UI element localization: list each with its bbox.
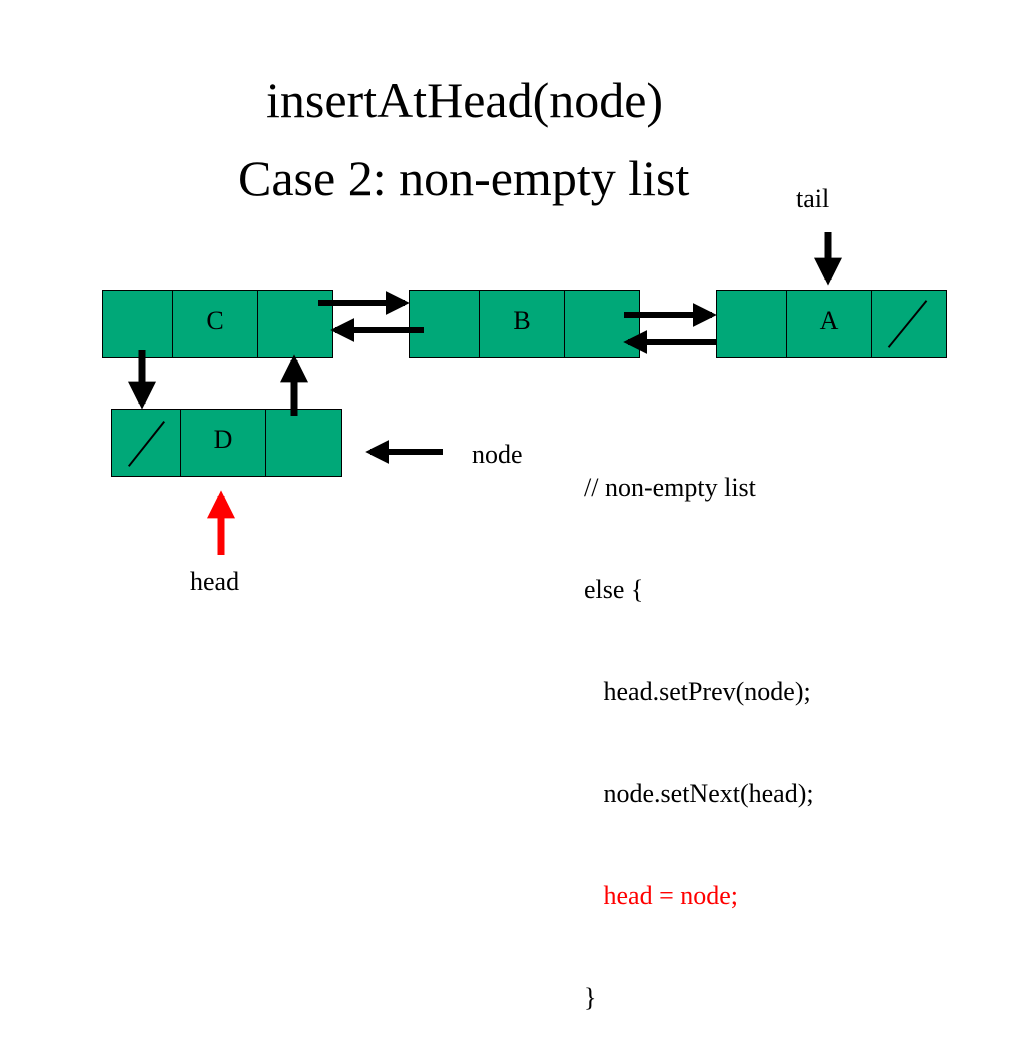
node-c-value-cell: C — [173, 291, 258, 357]
null-slash-icon — [127, 421, 166, 467]
node-b-next-cell — [565, 291, 639, 357]
title-line-2: Case 2: non-empty list — [238, 150, 690, 206]
node-c-value: C — [206, 306, 224, 335]
node-b-value: B — [513, 306, 531, 335]
code-line-else: else { — [584, 575, 644, 604]
node-a: A — [716, 290, 947, 358]
node-a-value-cell: A — [787, 291, 872, 357]
node-b-value-cell: B — [480, 291, 565, 357]
node-a-next-cell — [872, 291, 946, 357]
node-label: node — [472, 440, 523, 469]
node-d-next-cell — [266, 410, 341, 476]
node-a-prev-cell — [717, 291, 787, 357]
code-block: // non-empty list else { head.setPrev(no… — [584, 403, 814, 1049]
null-slash-icon — [887, 300, 928, 348]
node-d-prev-cell — [112, 410, 181, 476]
node-b: B — [409, 290, 640, 358]
node-d-value-cell: D — [181, 410, 266, 476]
code-line-close-brace: } — [584, 983, 597, 1012]
head-label: head — [190, 567, 240, 596]
node-d-value: D — [213, 425, 233, 454]
node-b-prev-cell — [410, 291, 480, 357]
tail-label: tail — [796, 184, 830, 213]
code-line-head-assign: head = node; — [584, 881, 739, 910]
node-a-value: A — [819, 306, 839, 335]
code-line-setprev: head.setPrev(node); — [584, 677, 811, 706]
code-line-setnext: node.setNext(head); — [584, 779, 814, 808]
node-c: C — [102, 290, 333, 358]
node-c-next-cell — [258, 291, 332, 357]
node-c-prev-cell — [103, 291, 173, 357]
code-line-comment: // non-empty list — [584, 473, 756, 502]
title-line-1: insertAtHead(node) — [266, 72, 664, 128]
node-d: D — [111, 409, 342, 477]
